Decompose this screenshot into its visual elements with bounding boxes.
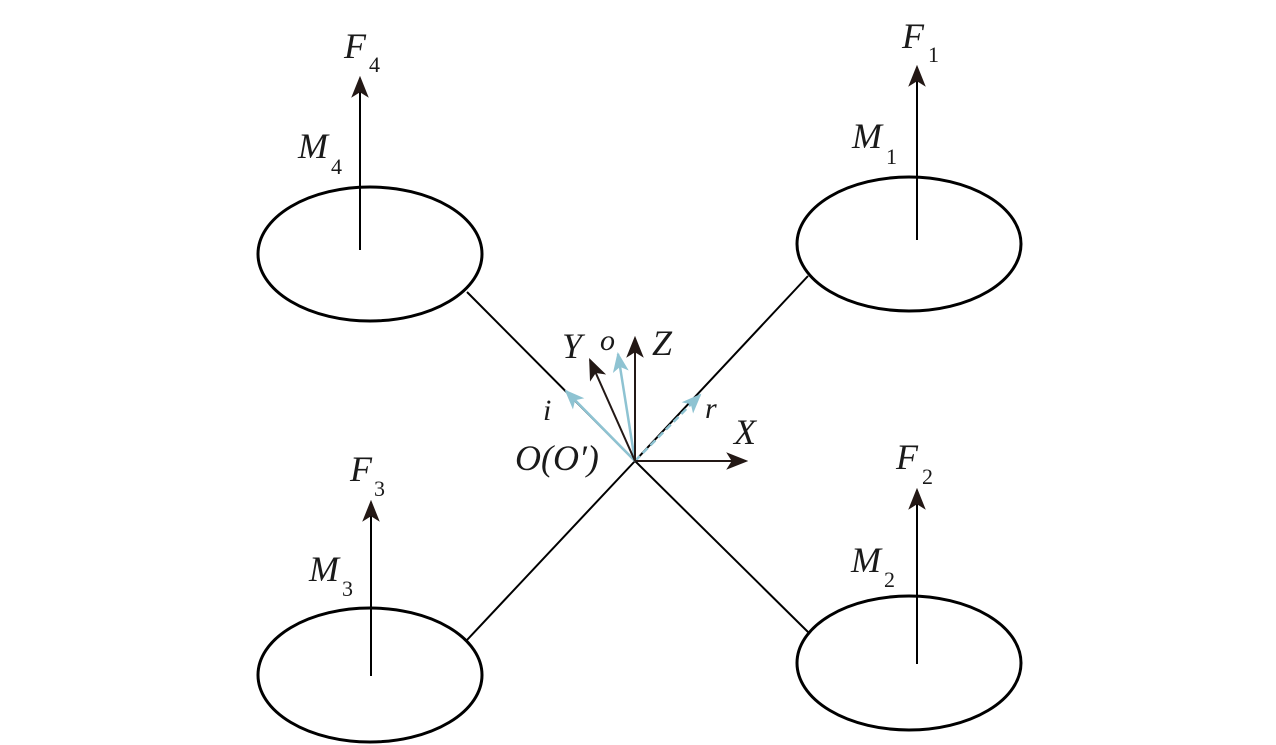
force-label-1: F <box>901 16 925 56</box>
rotor-4-disc <box>256 185 484 323</box>
axis-z-label: Z <box>652 323 673 363</box>
moment-sub-4: 4 <box>331 154 342 179</box>
arm-rotor-1 <box>634 275 809 462</box>
rotor-4-labels: F 4 M 4 <box>297 26 380 179</box>
moment-label-2: M <box>850 540 883 580</box>
force-label-2: F <box>895 437 919 477</box>
arm-rotor-3 <box>466 460 636 641</box>
moment-label-4: M <box>297 126 330 166</box>
force-label-4: F <box>343 26 367 66</box>
axis-r-label: r <box>705 392 717 425</box>
moment-sub-2: 2 <box>884 567 895 592</box>
arm-rotor-2 <box>634 460 809 633</box>
axis-r-arrow <box>634 393 702 462</box>
force-label-3: F <box>349 449 373 489</box>
rotor-2-labels: F 2 M 2 <box>850 437 933 592</box>
axis-i-label: i <box>543 394 551 427</box>
rotor-1-disc <box>795 175 1023 313</box>
axis-x-label: X <box>732 412 758 452</box>
axis-o-label: o <box>600 324 615 357</box>
moment-label-3: M <box>308 549 341 589</box>
rotor-2-disc <box>795 594 1023 732</box>
axis-y-arrow <box>589 357 636 462</box>
force-sub-4: 4 <box>369 52 380 77</box>
axis-o-arrow <box>612 352 637 462</box>
moment-sub-1: 1 <box>886 144 897 169</box>
rotor-3-labels: F 3 M 3 <box>308 449 385 601</box>
origin-label: O(O′) <box>515 438 599 478</box>
force-sub-3: 3 <box>374 476 385 501</box>
force-sub-2: 2 <box>922 464 933 489</box>
axis-i-arrow <box>564 389 636 462</box>
force-sub-1: 1 <box>928 42 939 67</box>
moment-sub-3: 3 <box>342 576 353 601</box>
rotor-1-labels: F 1 M 1 <box>851 16 939 169</box>
axis-y-label: Y <box>562 326 586 366</box>
moment-label-1: M <box>851 116 884 156</box>
